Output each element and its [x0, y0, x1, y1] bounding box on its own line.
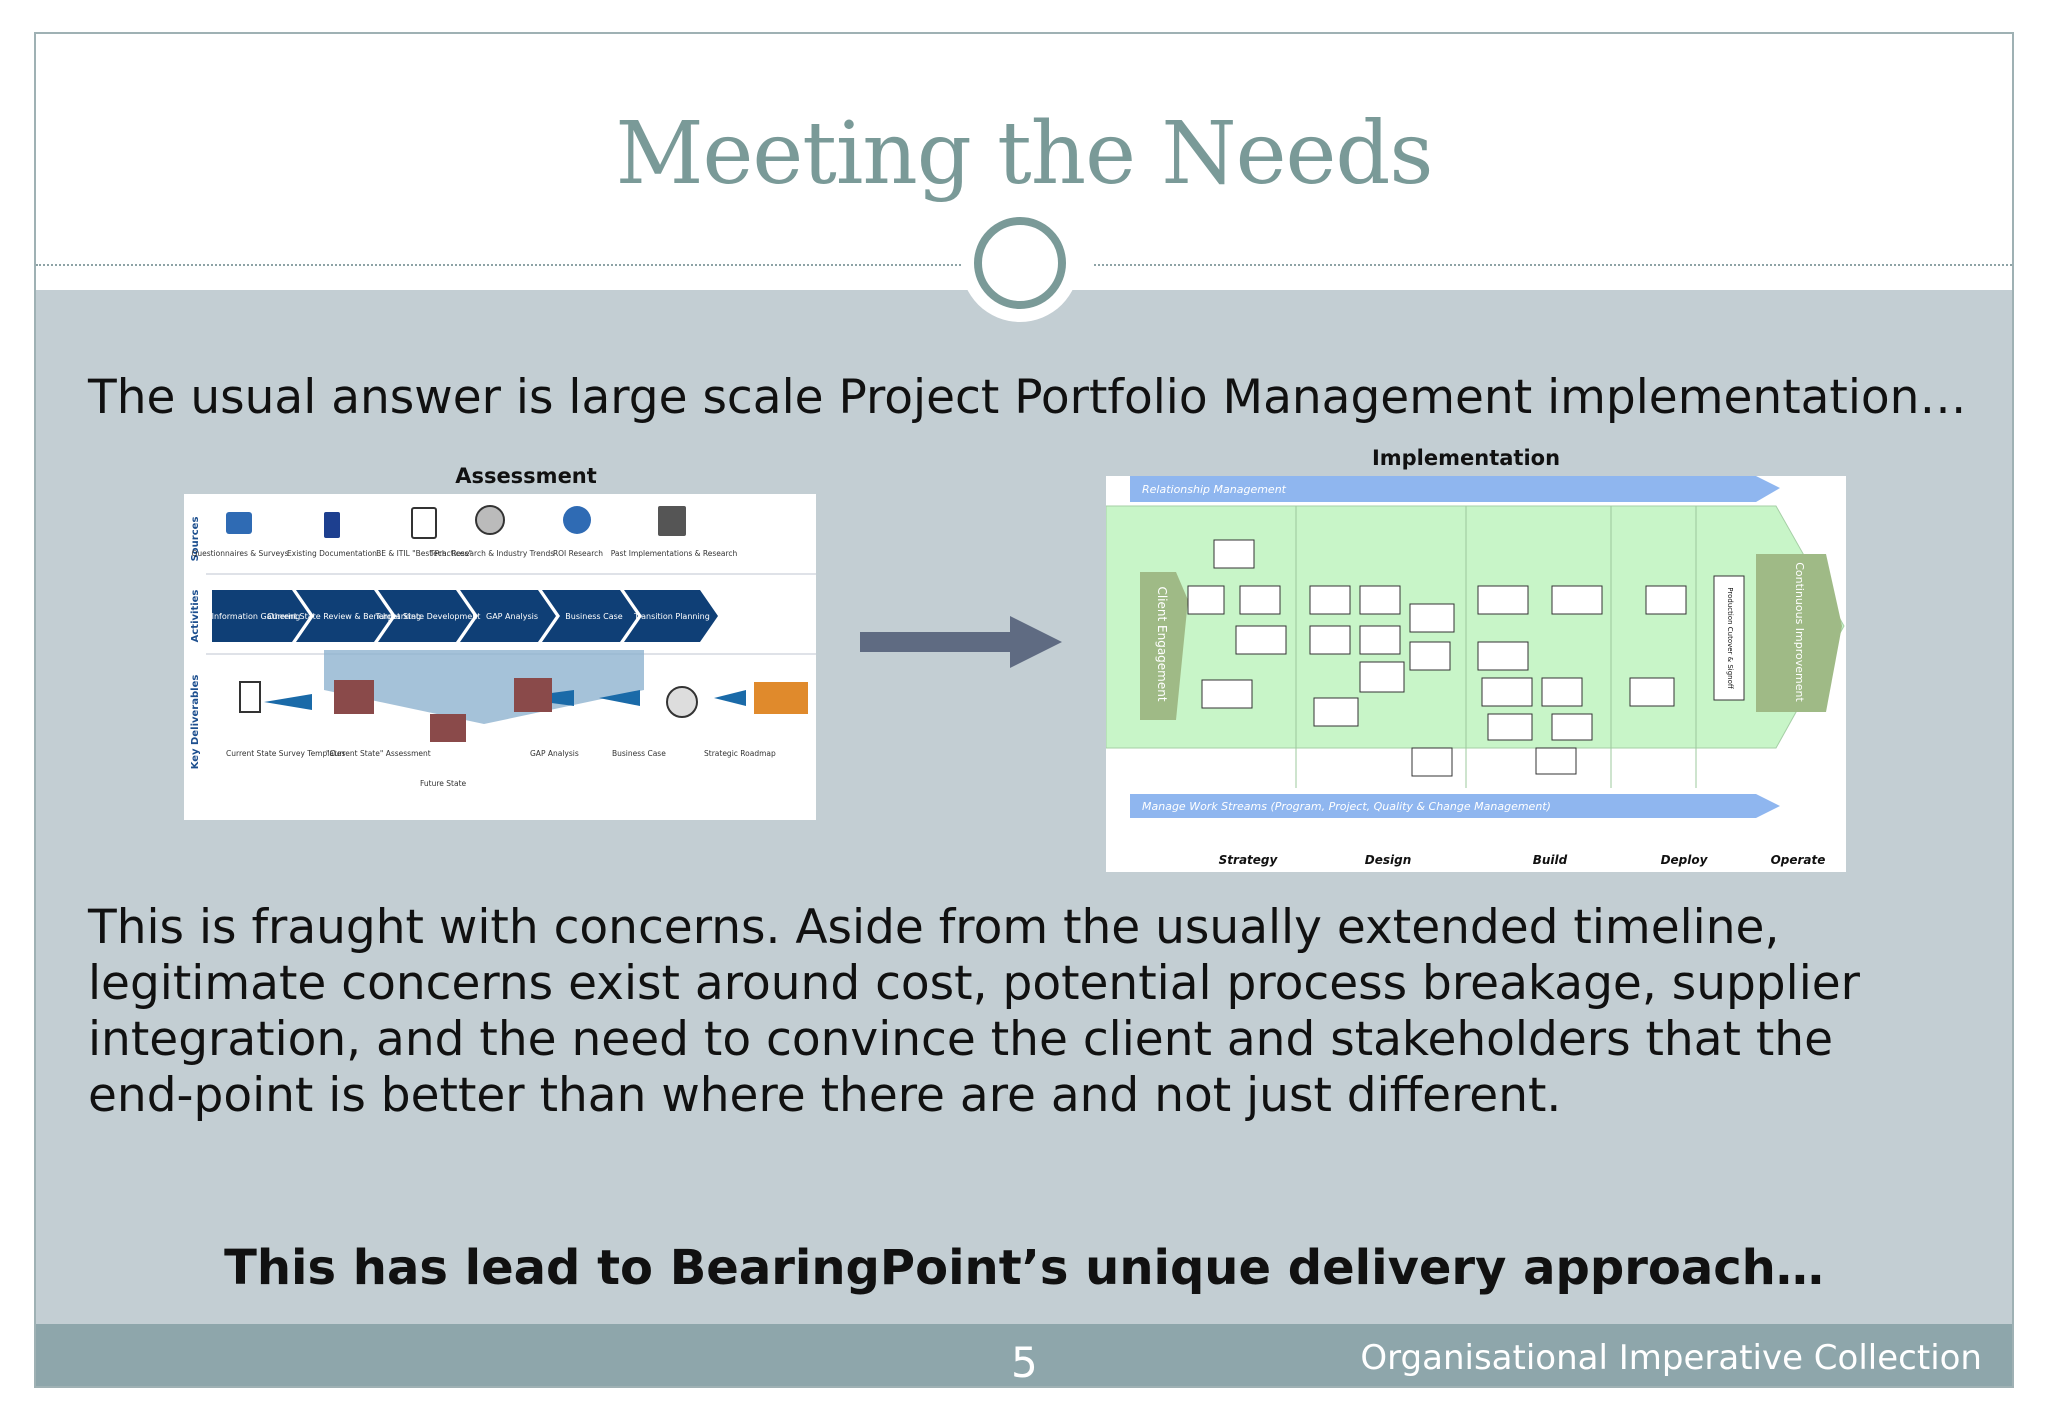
- phase-strategy: Strategy: [1219, 853, 1279, 867]
- research-icon: [475, 505, 505, 535]
- phase-deploy: Deploy: [1661, 853, 1709, 867]
- survey-template-icon: [239, 681, 261, 713]
- roi-icon: [563, 506, 591, 534]
- paragraph-line: legitimate concerns exist around cost, p…: [88, 956, 1861, 1011]
- magnifier-icon: [666, 686, 698, 718]
- implementation-diagram: Relationship Management Manage Work Stre…: [1105, 476, 1846, 872]
- continuous-improvement-label: Continuous Improvement: [1793, 562, 1806, 702]
- deliverable-label: Strategic Roadmap: [704, 749, 776, 758]
- client-engagement-label: Client Engagement: [1155, 586, 1169, 701]
- source-label: Questionnaires & Surveys: [191, 549, 288, 558]
- activity-label: Target State Development: [375, 612, 481, 621]
- roadmap-icon: [754, 682, 808, 714]
- closing-statement: This has lead to BearingPoint’s unique d…: [224, 1240, 1824, 1296]
- books-icon: [514, 678, 552, 712]
- slide: Meeting the Needs The usual answer is la…: [34, 32, 2014, 1388]
- books-icon: [334, 680, 374, 714]
- assessment-row-label-deliverables: Key Deliverables: [190, 675, 201, 770]
- concerns-paragraph: This is fraught with concerns. Aside fro…: [88, 900, 1968, 1124]
- past-implementations-icon: [658, 506, 686, 536]
- activity-label: GAP Analysis: [486, 612, 538, 621]
- assessment-row-label-activities: Activities: [190, 590, 201, 643]
- circle-ornament: [961, 204, 1079, 322]
- books-icon: [430, 714, 466, 742]
- source-label: BE & ITIL "Best Practices": [376, 549, 472, 558]
- header-divider-left: [36, 264, 961, 266]
- cutover-label: Production Cutover & Signoff: [1726, 587, 1734, 689]
- paragraph-line: integration, and the need to convince th…: [88, 1012, 1834, 1067]
- collection-name: Organisational Imperative Collection: [1360, 1338, 1982, 1378]
- implementation-caption: Implementation: [1371, 446, 1561, 470]
- paragraph-line: This is fraught with concerns. Aside fro…: [88, 900, 1780, 955]
- survey-icon: [226, 512, 252, 534]
- activity-label: Transition Planning: [633, 612, 710, 621]
- deliverable-label: "Current State" Assessment: [326, 749, 431, 758]
- clipboard-icon: [411, 507, 437, 539]
- deliverable-label: GAP Analysis: [530, 749, 579, 758]
- transition-arrow-icon: [860, 616, 1062, 668]
- assessment-row-label-sources: Sources: [190, 517, 201, 562]
- page-number: 5: [1011, 1338, 1038, 1387]
- phase-design: Design: [1365, 853, 1412, 867]
- top-banner: Relationship Management: [1142, 483, 1287, 496]
- document-icon: [324, 512, 340, 538]
- deliverable-label: Current State Survey Templates: [226, 749, 345, 758]
- slide-title: Meeting the Needs: [615, 104, 1433, 204]
- activity-label: Information Gathering: [212, 612, 301, 621]
- intro-text: The usual answer is large scale Project …: [88, 370, 1967, 425]
- source-label: ROI Research: [553, 549, 603, 558]
- activity-label: Business Case: [565, 612, 622, 621]
- deliverable-label: Future State: [420, 779, 467, 788]
- phase-build: Build: [1533, 853, 1568, 867]
- phase-operate: Operate: [1771, 853, 1826, 867]
- activity-label: Current State Review & Benchmarking: [267, 612, 421, 621]
- source-label: Tech. Research & Industry Trends: [429, 549, 554, 558]
- header-divider-right: [1094, 264, 2012, 266]
- source-label: Existing Documentation: [287, 549, 377, 558]
- footer-bar: 5 Organisational Imperative Collection: [36, 1324, 2012, 1387]
- assessment-caption: Assessment: [455, 464, 597, 488]
- source-label: Past Implementations & Research: [611, 549, 738, 558]
- bottom-banner: Manage Work Streams (Program, Project, Q…: [1142, 800, 1551, 813]
- deliverable-label: Business Case: [612, 749, 666, 758]
- paragraph-line: end-point is better than where there are…: [88, 1068, 1562, 1123]
- assessment-diagram: Sources Activities Key Deliverables Ques…: [184, 494, 816, 820]
